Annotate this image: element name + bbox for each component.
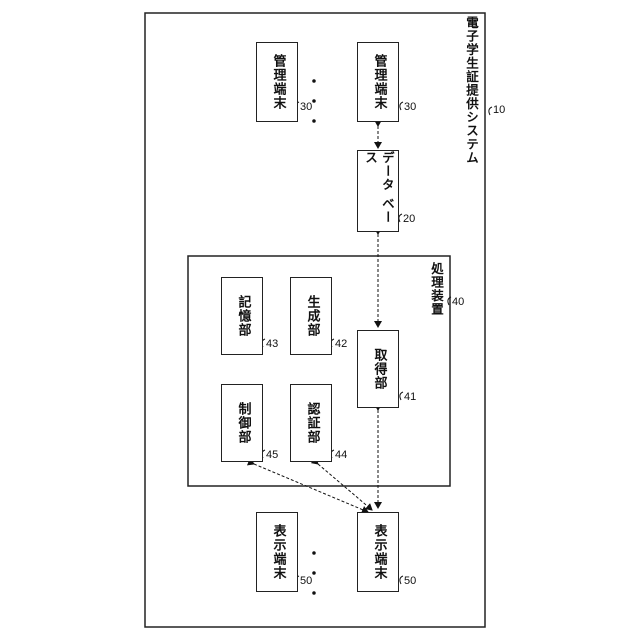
system-title: 電子学生証提供システム (462, 16, 481, 165)
database-label: データ ベース (361, 151, 395, 231)
admin-terminal-label: 管理端末 (371, 54, 386, 110)
display-terminal-ref: 50 (404, 575, 416, 587)
display-terminal-label: 表示端末 (270, 524, 285, 580)
storage-unit-box: 記憶部 (221, 277, 263, 355)
ref-leader (489, 107, 492, 115)
control-unit-ref: 45 (266, 449, 278, 461)
processing-device-ref: 40 (452, 296, 464, 308)
display-terminal-box: 表示端末 (256, 512, 298, 592)
control-display-link (254, 464, 368, 512)
generation-unit-ref: 42 (335, 338, 347, 350)
processing-device-title: 処理装置 (427, 262, 446, 316)
database-box: データ ベース (357, 150, 399, 232)
generation-unit-box: 生成部 (290, 277, 332, 355)
authentication-unit-ref: 44 (335, 449, 347, 461)
ref-leader (400, 102, 403, 110)
auth-display-link (318, 464, 372, 510)
authentication-unit-box: 認証部 (290, 384, 332, 462)
storage-unit-ref: 43 (266, 338, 278, 350)
ref-leader (400, 576, 403, 584)
display-ellipsis: ・・・ (303, 546, 323, 606)
system-ref: 10 (493, 104, 505, 116)
admin-terminal-ref: 30 (404, 101, 416, 113)
display-terminal-label: 表示端末 (371, 524, 386, 580)
acquisition-unit-box: 取得部 (357, 330, 399, 408)
database-ref: 20 (403, 213, 415, 225)
control-unit-label: 制御部 (235, 402, 250, 444)
generation-unit-label: 生成部 (304, 295, 319, 337)
ref-leader (399, 214, 402, 222)
storage-unit-label: 記憶部 (235, 295, 250, 337)
admin-terminal-box: 管理端末 (256, 42, 298, 122)
admin-terminal-box: 管理端末 (357, 42, 399, 122)
acquisition-unit-ref: 41 (404, 391, 416, 403)
control-unit-box: 制御部 (221, 384, 263, 462)
admin-terminal-label: 管理端末 (270, 54, 285, 110)
authentication-unit-label: 認証部 (304, 402, 319, 444)
acquisition-unit-label: 取得部 (371, 348, 386, 390)
admin-ellipsis: ・・・ (303, 74, 323, 134)
display-terminal-box: 表示端末 (357, 512, 399, 592)
ref-leader (400, 392, 403, 400)
